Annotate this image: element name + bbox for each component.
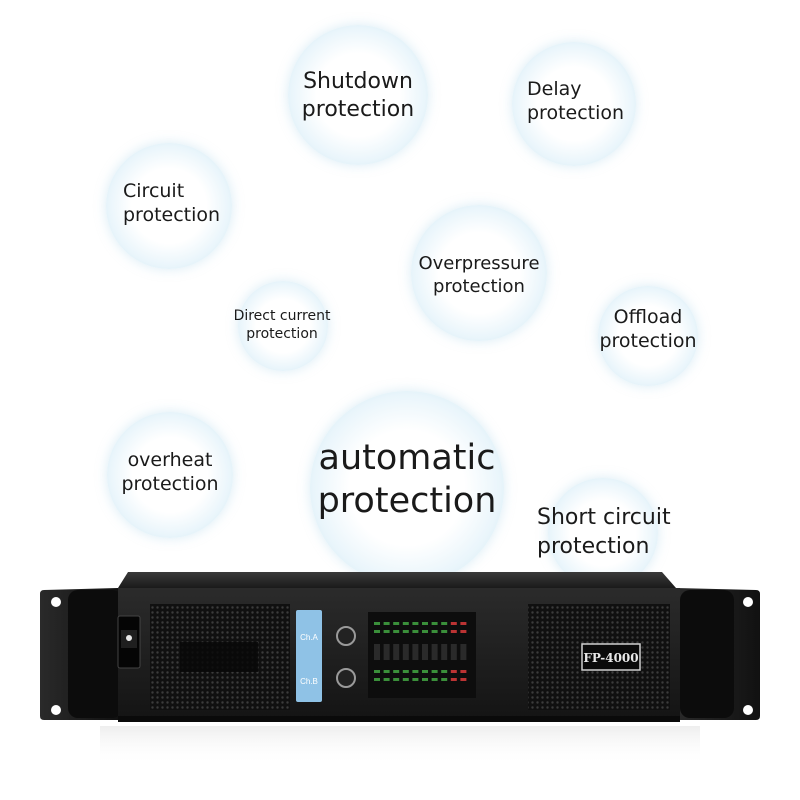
handle-left (68, 590, 122, 718)
label-overpressure-line1: Overpressure (418, 253, 540, 274)
label-overheat: overheat protection (110, 449, 230, 497)
led-indicator (412, 678, 419, 681)
label-offload-line2: protection (599, 329, 697, 352)
led-indicator (374, 678, 380, 681)
led-indicator (431, 670, 438, 673)
led-indicator (422, 670, 428, 673)
led-indicator (450, 678, 457, 681)
label-shutdown-line2: protection (301, 96, 415, 122)
led-segment (460, 644, 467, 660)
label-offload: Offload protection (593, 306, 703, 354)
led-indicator (431, 622, 438, 625)
label-automatic: automatic protection (307, 437, 507, 522)
led-indicator (450, 622, 457, 625)
gain-knob-b (336, 668, 356, 688)
led-indicator (460, 678, 467, 681)
channel-strip (296, 610, 322, 702)
led-indicator (450, 670, 457, 673)
led-indicator (422, 630, 428, 633)
model-plate (581, 643, 641, 671)
led-segment (431, 644, 438, 660)
amplifier-top-cover (118, 572, 676, 588)
label-delay-line1: Delay (527, 78, 582, 100)
amplifier-reflection (100, 726, 700, 766)
led-indicator (431, 678, 438, 681)
label-short-circuit-line1: Short circuit (537, 505, 671, 530)
led-indicator (402, 670, 409, 673)
label-automatic-line1: automatic (318, 438, 496, 478)
label-automatic-line2: protection (317, 480, 497, 521)
gain-knob-a (336, 626, 356, 646)
led-segment (450, 644, 457, 660)
led-indicator (393, 622, 400, 625)
led-indicator (383, 622, 390, 625)
bubble-overheat (107, 412, 233, 538)
led-indicator (422, 678, 428, 681)
led-indicator (460, 670, 467, 673)
label-circuit-line1: Circuit (123, 180, 185, 202)
led-indicator (422, 622, 428, 625)
label-short-circuit-line2: protection (537, 533, 650, 559)
bubble-direct-current (238, 281, 328, 371)
led-indicator (450, 630, 457, 633)
led-indicator (383, 630, 390, 633)
bubble-short-circuit (548, 478, 658, 588)
led-indicator (402, 630, 409, 633)
led-indicator (441, 670, 448, 673)
bubble-offload (598, 286, 698, 386)
bubble-circuit (106, 143, 232, 269)
bubble-delay (512, 42, 636, 166)
model-label: FP-4000 (583, 651, 638, 665)
led-indicator (383, 678, 390, 681)
led-indicator (441, 678, 448, 681)
label-overpressure-line2: protection (433, 275, 525, 297)
led-segment (402, 644, 409, 660)
led-indicator (383, 670, 390, 673)
label-circuit-line2: protection (123, 203, 221, 226)
led-segment (441, 644, 448, 660)
label-delay: Delay protection (527, 78, 624, 126)
label-delay-line2: protection (527, 101, 625, 124)
label-circuit: Circuit protection (123, 180, 220, 228)
amplifier-image: Ch.A Ch.B FP-4000 (40, 572, 760, 766)
led-meter-leds (374, 622, 467, 681)
label-overheat-line1: overheat (127, 449, 213, 471)
led-indicator (412, 670, 419, 673)
led-indicator (393, 670, 400, 673)
bubble-automatic (310, 391, 504, 585)
led-indicator (374, 670, 380, 673)
led-indicator (412, 630, 419, 633)
channel-b-label: Ch.B (300, 677, 318, 686)
led-indicator (460, 622, 467, 625)
label-shutdown-line1: Shutdown (303, 69, 413, 94)
led-indicator (374, 622, 380, 625)
label-overpressure: Overpressure protection (404, 253, 554, 298)
led-indicator (393, 678, 400, 681)
led-indicator (374, 630, 380, 633)
led-segment (412, 644, 419, 660)
led-segment (374, 644, 380, 660)
label-shutdown: Shutdown protection (288, 68, 428, 123)
handle-right (680, 590, 734, 718)
led-indicator (460, 630, 467, 633)
led-indicator (441, 630, 448, 633)
led-indicator (402, 678, 409, 681)
bubble-shutdown (288, 25, 428, 165)
label-direct-current-line2: protection (246, 325, 318, 342)
bubble-overpressure (411, 205, 547, 341)
label-overheat-line2: protection (121, 472, 219, 495)
label-direct-current: Direct current protection (222, 308, 342, 343)
led-indicator (441, 622, 448, 625)
led-indicator (393, 630, 400, 633)
led-segment (383, 644, 390, 660)
led-segment (422, 644, 428, 660)
led-indicator (431, 630, 438, 633)
led-indicator (402, 622, 409, 625)
led-indicator (412, 622, 419, 625)
channel-a-label: Ch.A (300, 633, 318, 642)
led-segment (393, 644, 400, 660)
label-short-circuit: Short circuit protection (537, 504, 671, 561)
label-direct-current-line1: Direct current (233, 308, 331, 324)
label-offload-line1: Offload (613, 306, 683, 328)
